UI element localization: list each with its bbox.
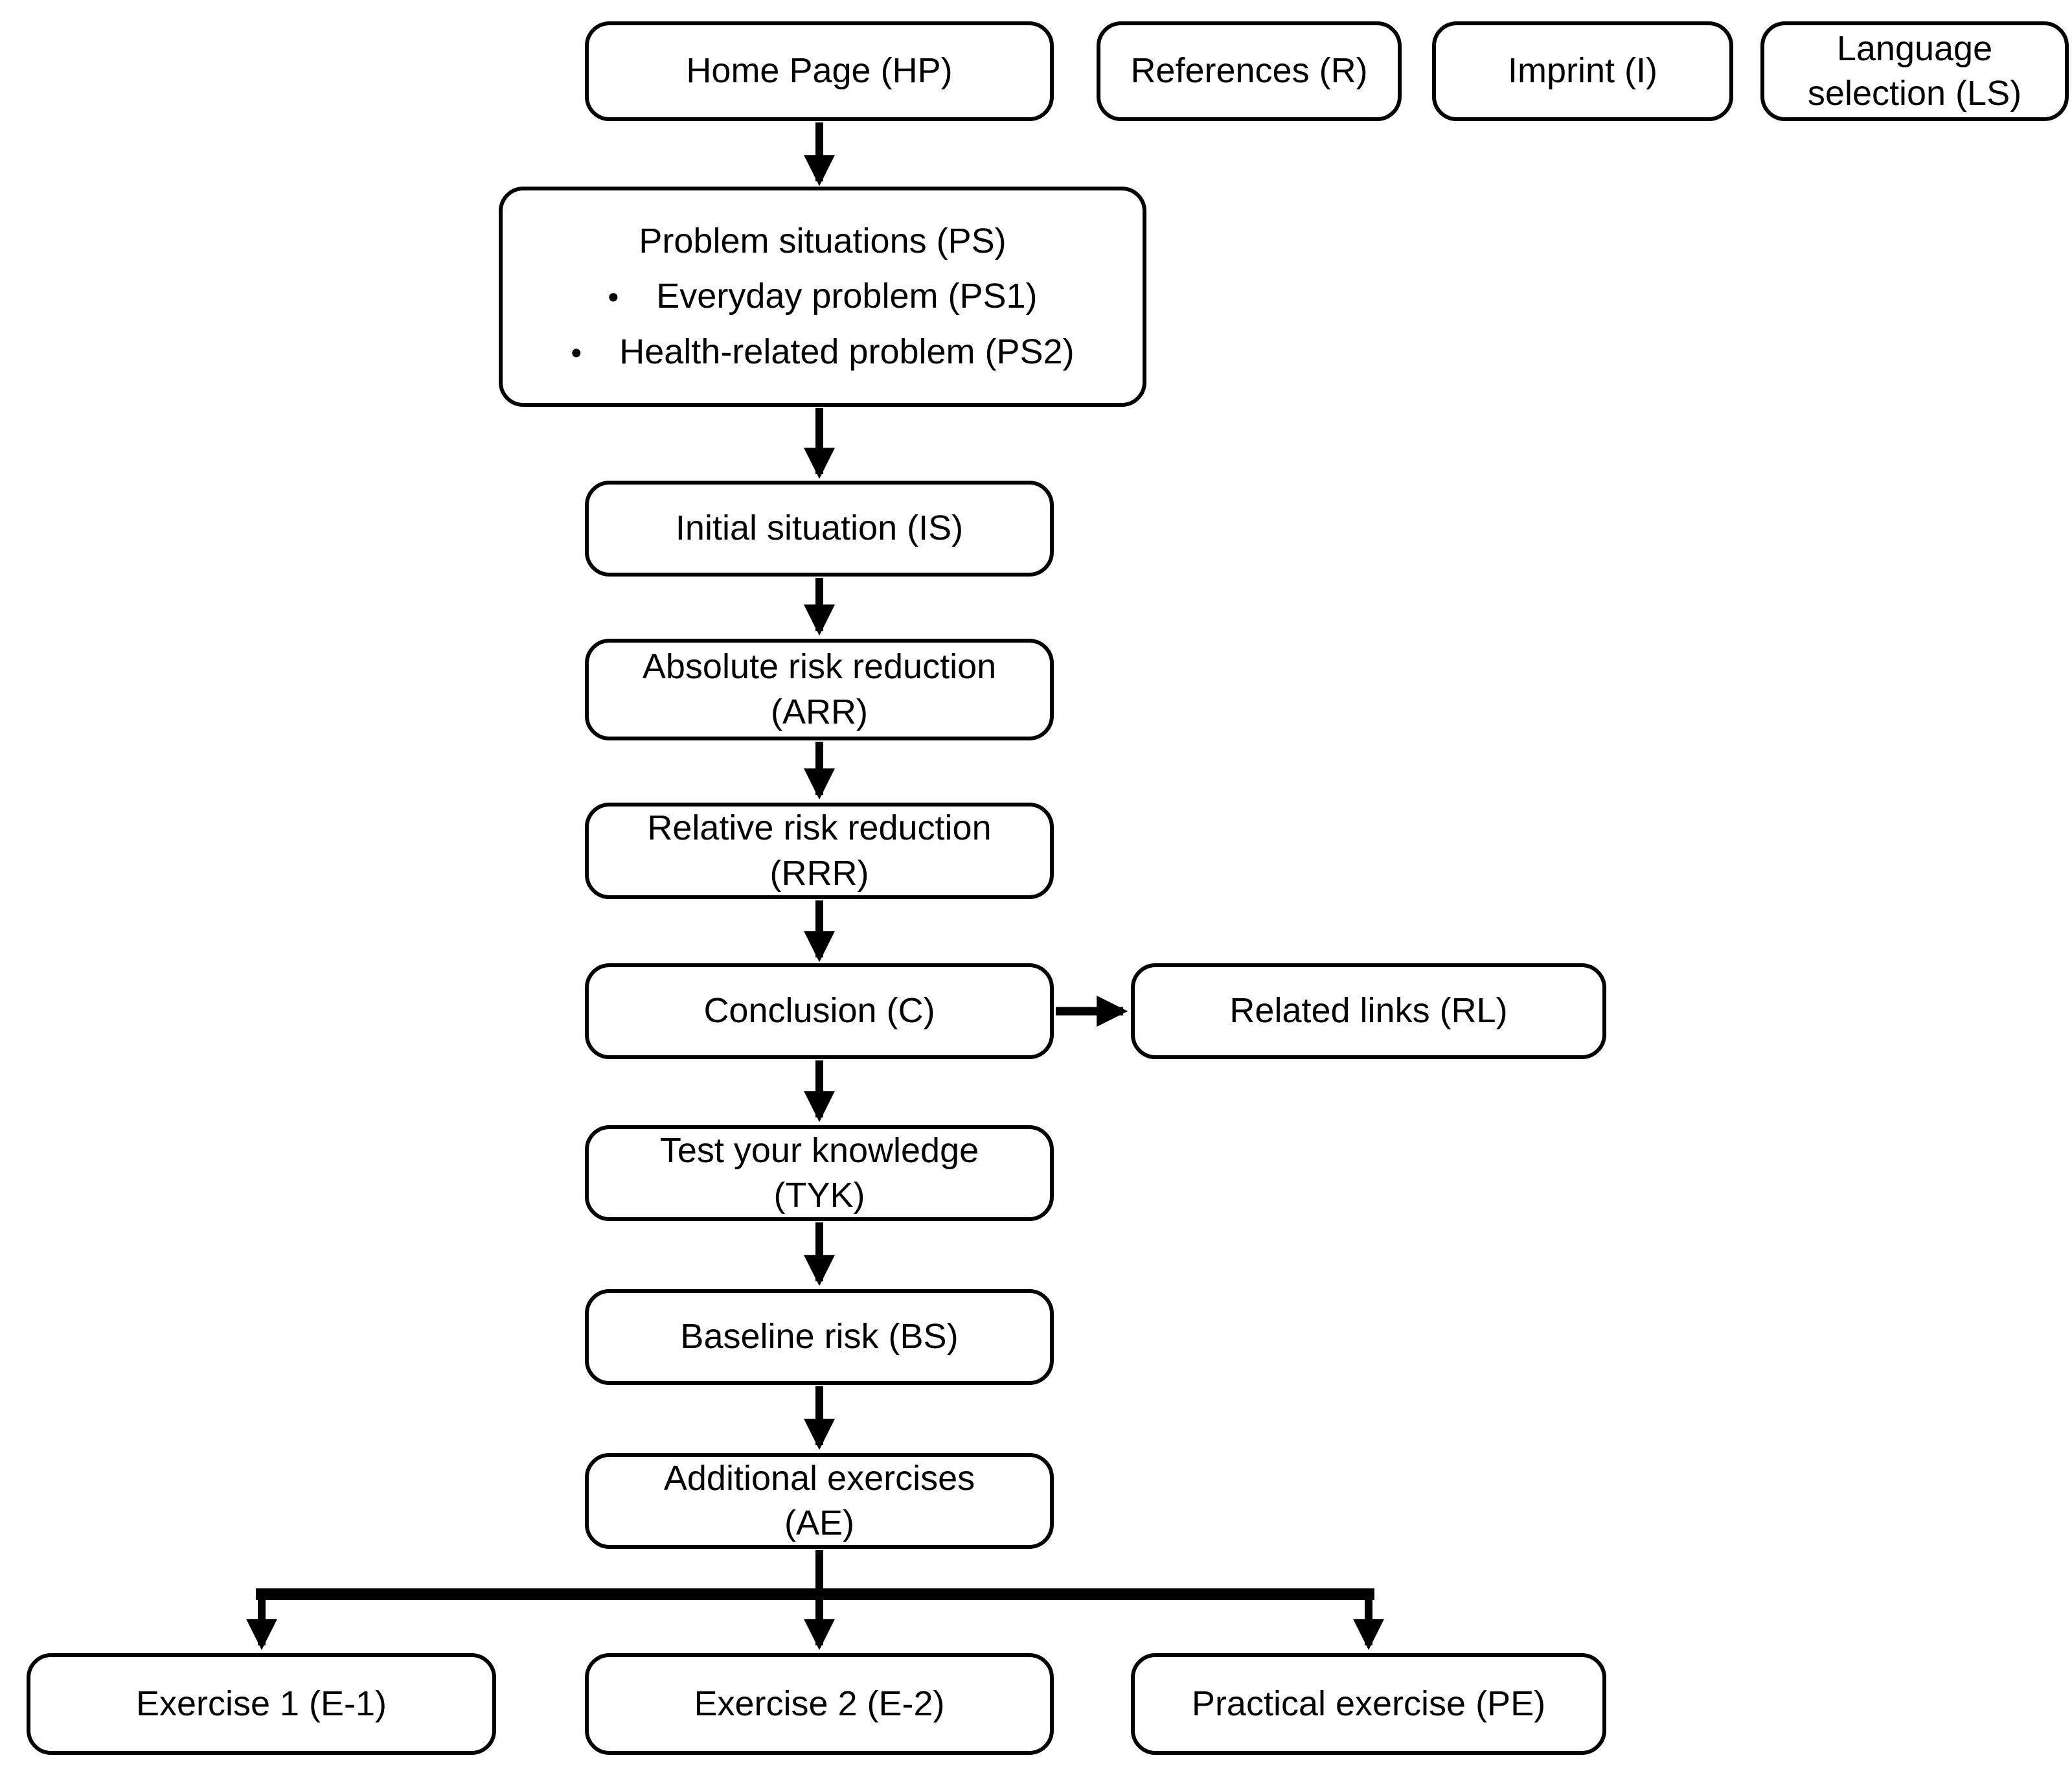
node-label-line: Test your knowledge xyxy=(659,1130,979,1170)
node-label-line: Absolute risk reduction xyxy=(642,647,997,687)
node-practical-exercise: Practical exercise (PE) xyxy=(1131,1653,1606,1755)
node-initial-situation: Initial situation (IS) xyxy=(585,481,1054,577)
node-label-line: (ARR) xyxy=(771,692,868,731)
node-label-line: (TYK) xyxy=(773,1176,865,1215)
bullet-label: Everyday problem (PS1) xyxy=(656,277,1038,316)
node-title: Problem situations (PS) xyxy=(639,222,1007,261)
node-label: Related links (RL) xyxy=(1229,991,1508,1031)
node-label-line: (AE) xyxy=(784,1504,854,1542)
bullet-item: • Everyday problem (PS1) xyxy=(608,274,1037,319)
node-home-page: Home Page (HP) xyxy=(585,21,1054,121)
node-additional-exercises: Additional exercises (AE) xyxy=(585,1453,1054,1549)
node-references: References (R) xyxy=(1097,21,1402,121)
node-label: References (R) xyxy=(1130,51,1368,91)
node-exercise-1: Exercise 1 (E-1) xyxy=(27,1653,496,1755)
node-label-line: (RRR) xyxy=(769,853,869,893)
node-label: Exercise 1 (E-1) xyxy=(135,1684,387,1723)
node-language-selection: Language selection (LS) xyxy=(1760,21,2069,121)
node-baseline-risk: Baseline risk (BS) xyxy=(585,1289,1054,1385)
node-exercise-2: Exercise 2 (E-2) xyxy=(585,1653,1054,1755)
node-label: Conclusion (C) xyxy=(703,991,935,1031)
bullet-icon: • xyxy=(608,280,619,315)
node-label: Practical exercise (PE) xyxy=(1191,1684,1546,1723)
node-label: Initial situation (IS) xyxy=(675,509,964,548)
bullet-item: • Health-related problem (PS2) xyxy=(571,330,1074,374)
node-label: Home Page (HP) xyxy=(686,51,953,91)
node-label-line: Additional exercises xyxy=(663,1458,975,1498)
node-label: Language selection (LS) xyxy=(1807,29,2022,113)
bullet-label: Health-related problem (PS2) xyxy=(619,332,1075,371)
node-label: Imprint (I) xyxy=(1507,51,1657,91)
node-imprint: Imprint (I) xyxy=(1432,21,1733,121)
node-related-links: Related links (RL) xyxy=(1131,963,1606,1059)
node-label: Exercise 2 (E-2) xyxy=(694,1684,945,1723)
node-problem-situations: Problem situations (PS) • Everyday probl… xyxy=(499,187,1146,407)
node-absolute-risk-reduction: Absolute risk reduction (ARR) xyxy=(585,639,1054,740)
node-label-line: Relative risk reduction xyxy=(647,808,992,848)
node-relative-risk-reduction: Relative risk reduction (RRR) xyxy=(585,803,1054,899)
node-label: Baseline risk (BS) xyxy=(680,1317,959,1356)
node-conclusion: Conclusion (C) xyxy=(585,963,1054,1059)
node-test-your-knowledge: Test your knowledge (TYK) xyxy=(585,1125,1054,1221)
bullet-icon: • xyxy=(571,336,582,371)
